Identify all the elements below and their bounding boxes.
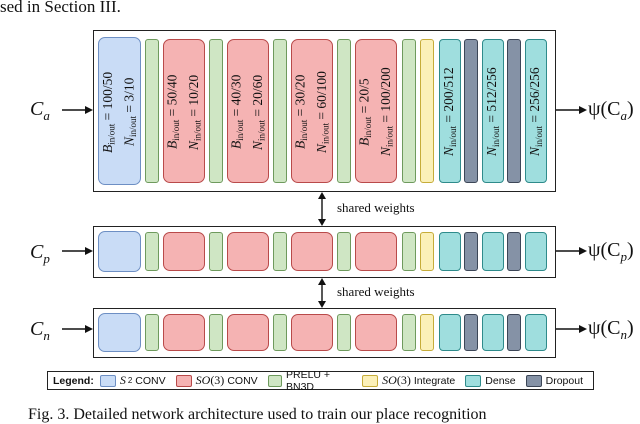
dropout-block (507, 314, 521, 351)
prelu-bn3d-block (402, 39, 416, 183)
legend-swatch-dense (465, 374, 482, 387)
so3-integrate-block (420, 39, 434, 183)
legend-item-so3-integrate: SO(3) Integrate (362, 373, 455, 388)
dense-block-1 (439, 232, 461, 271)
legend-item-prelu-bn3d: PRELU + BN3D (267, 369, 353, 393)
shared-weights-label-2: shared weights (337, 284, 415, 299)
output-label-p: ψ(Cp) (588, 239, 634, 264)
dropout-block (464, 232, 478, 271)
legend-item-so3-conv: SO(3) CONV (175, 373, 258, 388)
legend-swatch-s2 (99, 374, 116, 387)
so3-conv-block-1 (163, 232, 205, 271)
prelu-bn3d-block (209, 232, 223, 271)
prelu-bn3d-block (337, 39, 351, 183)
dropout-block (507, 39, 521, 183)
output-arrow-a (556, 106, 587, 114)
prelu-bn3d-block (337, 232, 351, 271)
dense-block-1 (439, 314, 461, 351)
prelu-bn3d-block (209, 314, 223, 351)
dense-block-2 (482, 314, 504, 351)
dense-block-2 (482, 232, 504, 271)
dense-label-2: Nin/out = 512/256 (484, 67, 501, 157)
output-arrow-n (556, 325, 587, 333)
input-arrow-a (62, 106, 93, 114)
so3-conv-block-3 (291, 314, 333, 351)
network-row-positive (93, 226, 556, 278)
prelu-bn3d-block (209, 39, 223, 183)
dense-block-3 (525, 314, 547, 351)
output-arrow-p (556, 247, 587, 255)
dense-label-1: Nin/out = 200/512 (441, 67, 458, 157)
so3-integrate-block (420, 232, 434, 271)
so3-conv-block-2 (227, 232, 269, 271)
legend-title: Legend: (53, 374, 94, 387)
legend-item-dropout: Dropout (525, 374, 583, 387)
s2-conv-block (98, 231, 141, 272)
shared-weights-arrow-2 (318, 278, 326, 308)
dense-label-3: Nin/out = 256/256 (527, 67, 544, 157)
dropout-block (507, 232, 521, 271)
header-text: sed in Section III. (0, 0, 121, 16)
prelu-bn3d-block (273, 39, 287, 183)
output-label-n: ψ(Cn) (588, 317, 634, 342)
prelu-bn3d-block (145, 314, 159, 351)
dropout-block (464, 314, 478, 351)
dense-block-3: Nin/out = 256/256 (525, 39, 547, 183)
prelu-bn3d-block (402, 314, 416, 351)
prelu-bn3d-block (402, 232, 416, 271)
so3-integrate-block (420, 314, 434, 351)
input-arrow-n (62, 325, 93, 333)
prelu-bn3d-block (337, 314, 351, 351)
s2-conv-block (98, 313, 141, 352)
so3-conv-block-4 (355, 232, 397, 271)
so3-conv-block-1 (163, 314, 205, 351)
legend-swatch-integrate (362, 374, 379, 387)
input-label-n: Cn (30, 318, 50, 343)
so3-conv-block-2 (227, 314, 269, 351)
figure-caption: Fig. 3. Detailed network architecture us… (28, 406, 487, 423)
so3-conv-block-4 (355, 314, 397, 351)
input-label-a: Ca (30, 98, 50, 123)
so3-conv-block-3 (291, 232, 333, 271)
shared-weights-label-1: shared weights (337, 200, 415, 215)
input-label-p: Cp (30, 241, 50, 266)
prelu-bn3d-block (145, 232, 159, 271)
prelu-bn3d-block (145, 39, 159, 183)
legend-swatch-so3 (175, 374, 192, 387)
prelu-bn3d-block (273, 314, 287, 351)
legend-item-dense: Dense (465, 374, 516, 387)
input-arrow-p (62, 247, 93, 255)
shared-weights-arrow-1 (318, 192, 326, 226)
dense-block-3 (525, 232, 547, 271)
dense-block-1: Nin/out = 200/512 (439, 39, 461, 183)
legend-swatch-dropout (525, 374, 542, 387)
legend-swatch-prelu (267, 374, 282, 387)
output-label-a: ψ(Ca) (588, 98, 634, 123)
network-row-negative (93, 308, 556, 358)
prelu-bn3d-block (273, 232, 287, 271)
dropout-block (464, 39, 478, 183)
dense-block-2: Nin/out = 512/256 (482, 39, 504, 183)
